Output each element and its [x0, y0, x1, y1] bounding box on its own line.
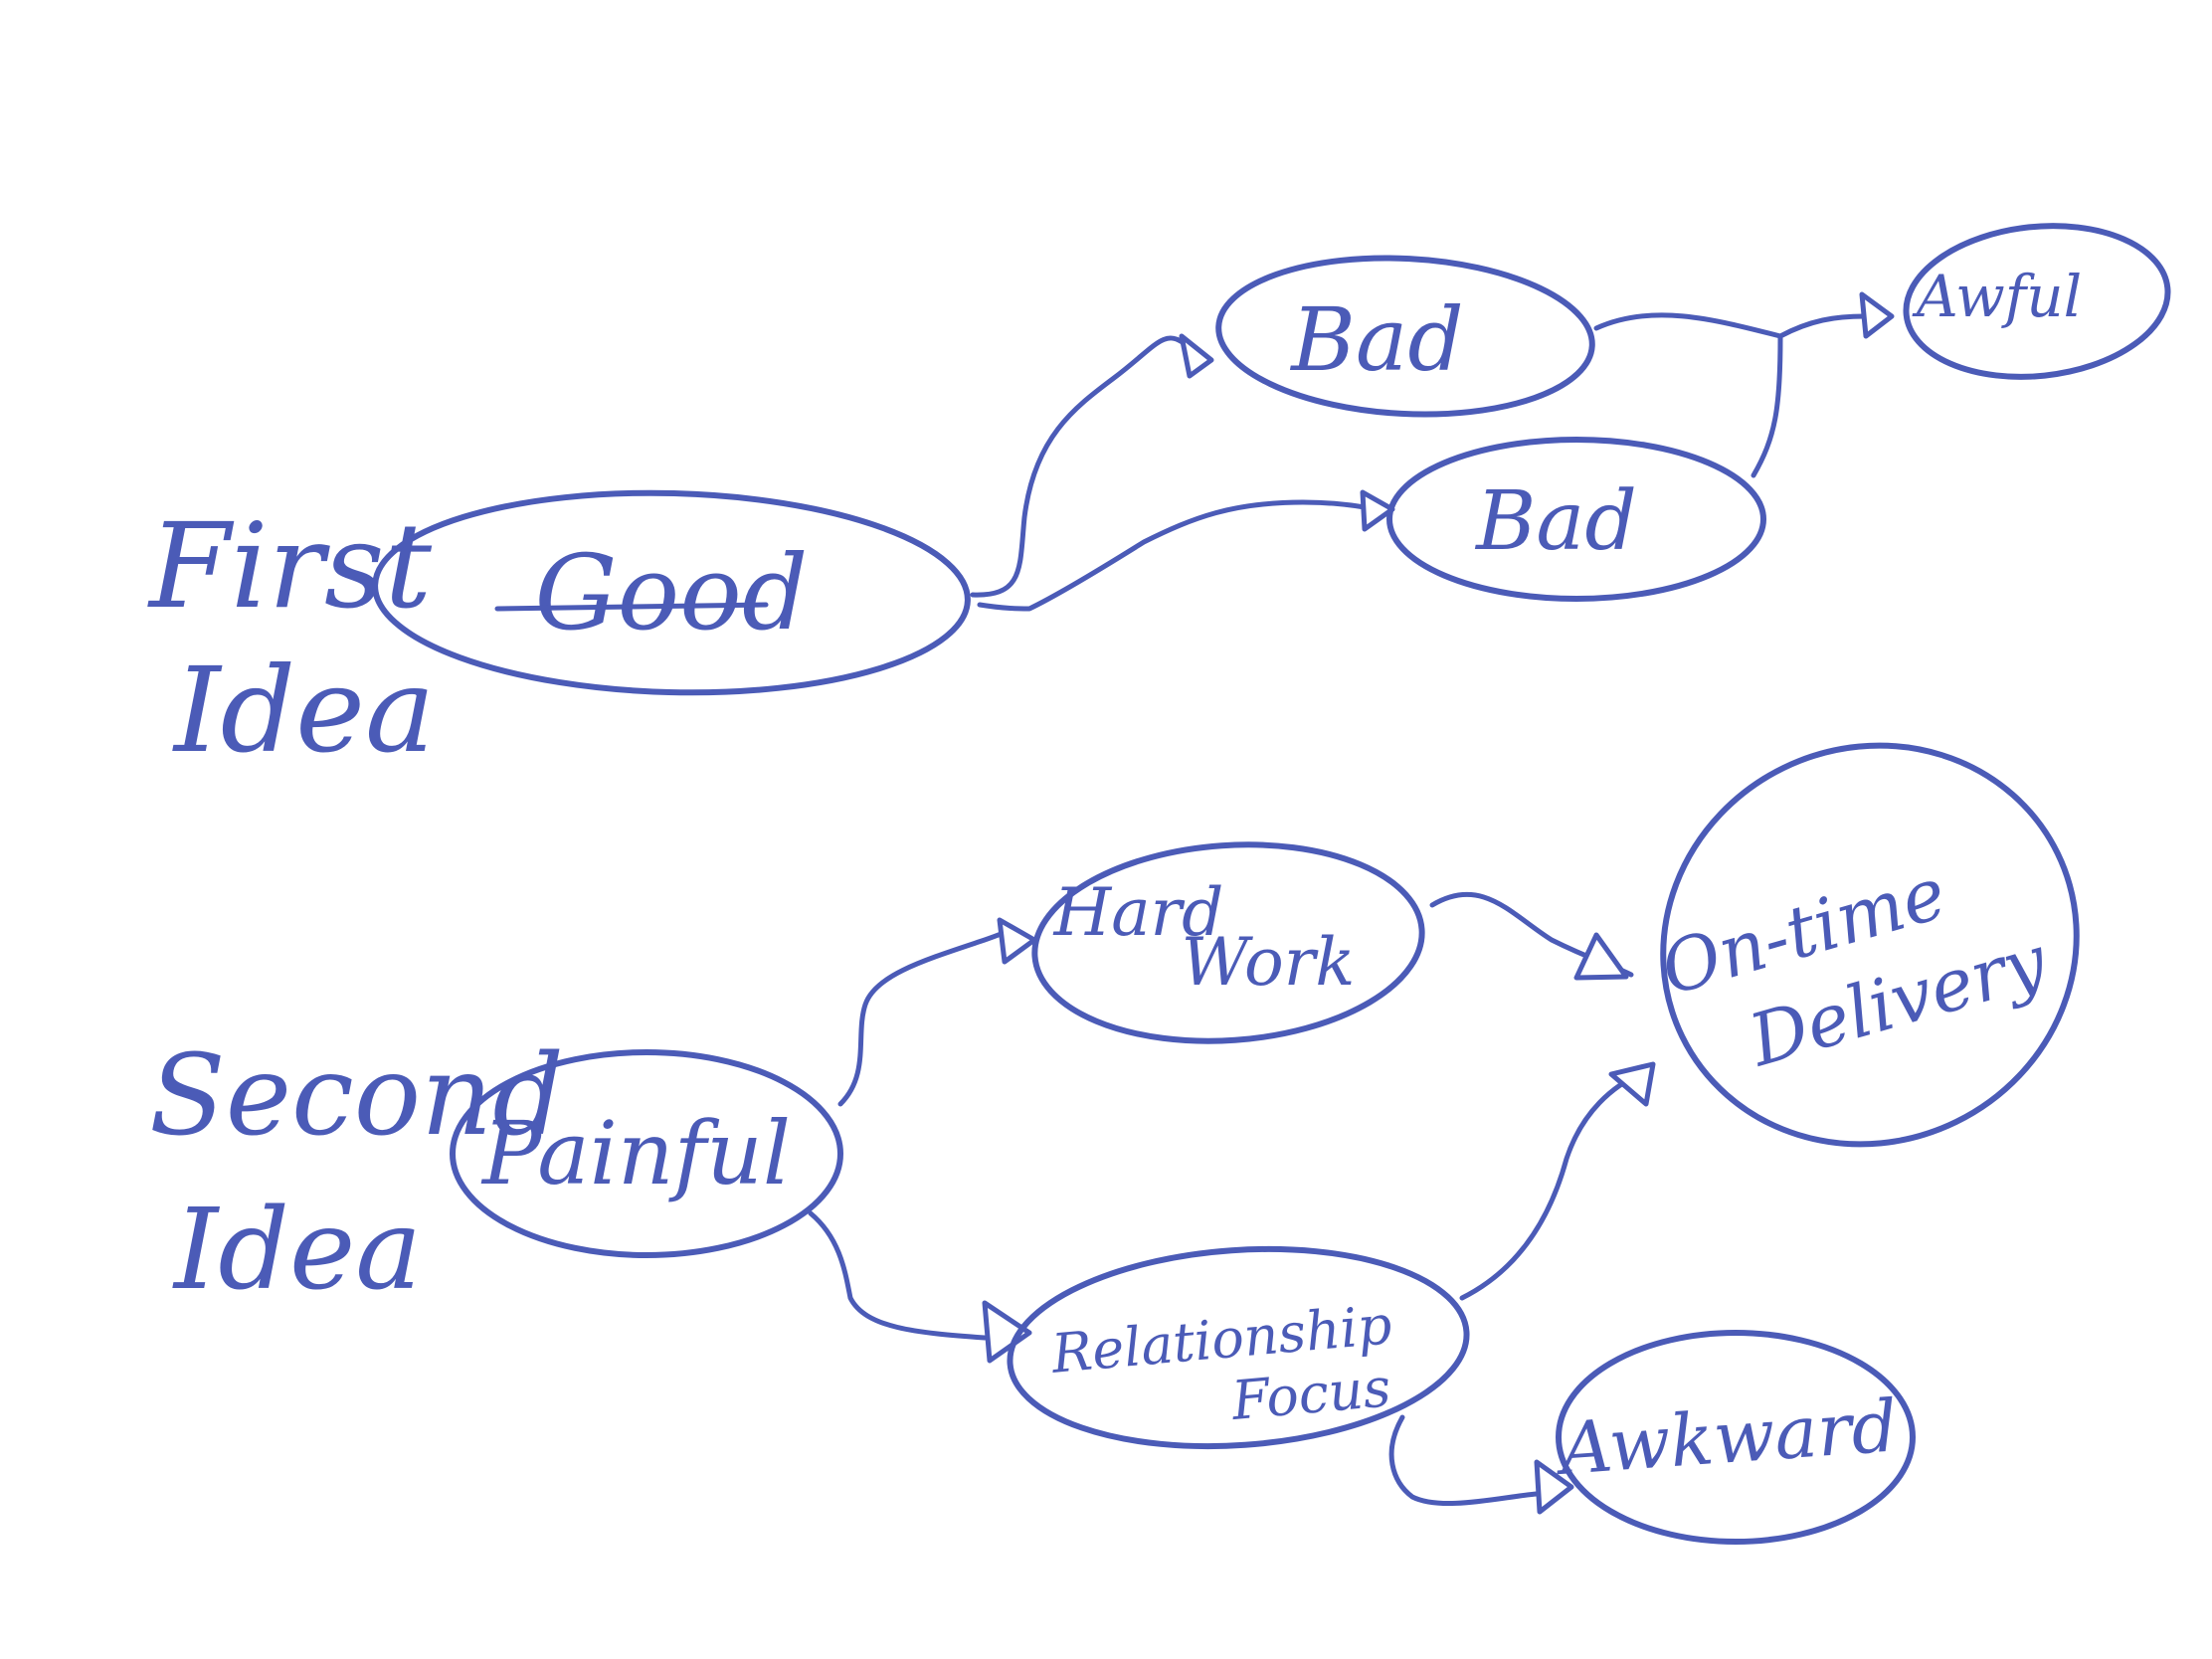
arrowhead-on-time-upper [1573, 932, 1629, 981]
second-idea-label: Second Idea [149, 1031, 564, 1315]
second-idea-label-line2: Idea [172, 1186, 422, 1315]
node-good-label: Good [535, 532, 809, 653]
edge-painful-to-hard-work [837, 927, 1013, 1107]
edge-relationship-to-on-time [1459, 1066, 1654, 1301]
node-good: Good [372, 489, 971, 696]
strikethrough-line [494, 602, 769, 612]
arrowhead-on-time-lower [1608, 1061, 1656, 1107]
node-awkward: Awkward [1552, 1330, 1916, 1545]
node-painful: Painful [450, 1049, 843, 1258]
arrowhead-hard-work [997, 917, 1037, 965]
node-awkward-label: Awkward [1552, 1383, 1900, 1491]
node-hard-work: Hard Work [1031, 841, 1425, 1044]
node-bad-bottom-label: Bad [1474, 474, 1637, 569]
first-idea-group: First Idea Good Bad Bad Awful [147, 223, 2171, 779]
node-on-time-delivery: On-time Delivery [1652, 742, 2080, 1148]
second-idea-label-line1: Second [149, 1031, 564, 1161]
first-idea-label-line2: Idea [172, 642, 435, 779]
arrowhead-awkward [1534, 1459, 1574, 1515]
node-relationship-focus: Relationship Focus [1007, 1245, 1470, 1450]
arrowhead-awful [1859, 291, 1895, 339]
node-painful-label: Painful [480, 1102, 791, 1204]
node-hard-work-label-line1: Hard [1053, 874, 1224, 951]
node-awful-label: Awful [1912, 263, 2082, 330]
second-idea-group: Second Idea Painful Hard Work On-time De… [149, 742, 2080, 1545]
node-hard-work-label-line2: Work [1182, 924, 1356, 1001]
edge-bad-bottom-to-awful [1751, 335, 1783, 478]
edge-good-to-bad-top [970, 335, 1187, 598]
edge-bad-top-to-awful [1593, 312, 1868, 339]
arrowhead-bad-top [1179, 333, 1214, 379]
edge-good-to-bad-bottom [977, 499, 1368, 612]
node-bad-top: Bad [1215, 255, 1595, 418]
node-relationship-label-line2: Focus [1228, 1356, 1393, 1432]
edge-relationship-to-awkward [1388, 1414, 1540, 1507]
node-bad-bottom: Bad [1386, 437, 1766, 602]
first-idea-label: First Idea [147, 497, 435, 779]
arrowhead-bad-bottom [1360, 489, 1395, 532]
edge-painful-to-relationship [808, 1210, 988, 1341]
node-awful: Awful [1903, 223, 2171, 380]
node-bad-top-label: Bad [1289, 288, 1463, 391]
